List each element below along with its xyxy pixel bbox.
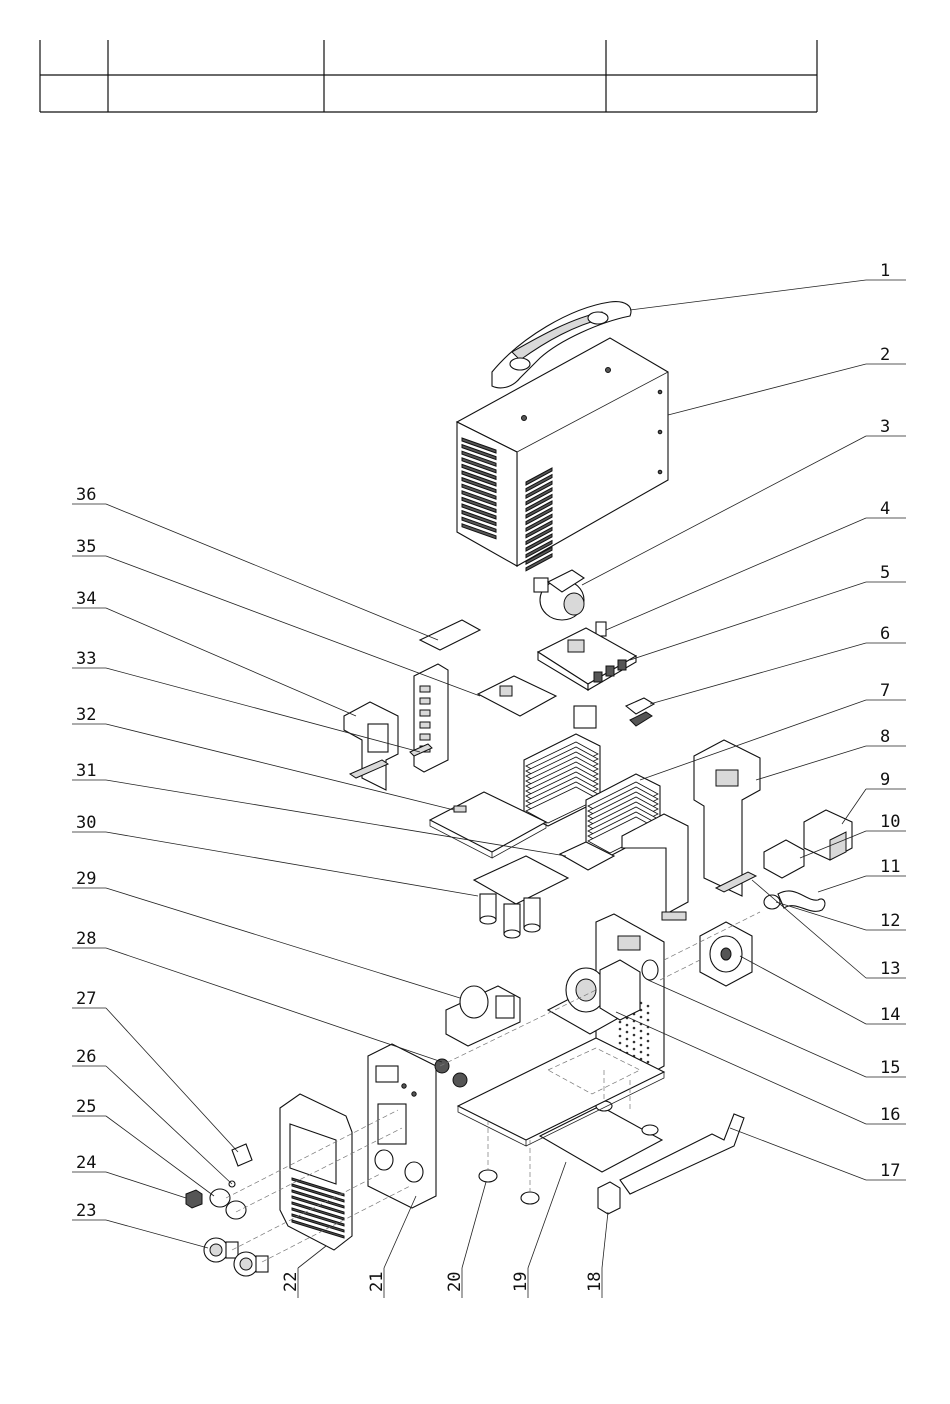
part-cooling-fan xyxy=(700,922,752,986)
callout-label: 1 xyxy=(880,261,890,281)
callout-20: 20 xyxy=(445,1182,486,1298)
callout-label: 30 xyxy=(76,813,96,833)
callout-label: 14 xyxy=(880,1005,900,1025)
callout-label: 29 xyxy=(76,869,96,889)
callout-35: 35 xyxy=(72,537,480,696)
callout-1: 1 xyxy=(630,261,906,310)
callout-18: 18 xyxy=(585,1212,608,1298)
parts-artwork xyxy=(186,302,852,1276)
callout-label: 6 xyxy=(880,624,890,644)
callout-label: 7 xyxy=(880,681,890,701)
callout-27: 27 xyxy=(72,989,238,1152)
part-clamps xyxy=(626,698,654,726)
part-small-switch xyxy=(186,1190,202,1208)
part-front-bezel xyxy=(280,1094,352,1250)
callout-25: 25 xyxy=(72,1097,214,1196)
part-switch-bracket xyxy=(764,840,804,878)
callout-4: 4 xyxy=(606,499,906,630)
callout-label: 25 xyxy=(76,1097,96,1117)
part-support-strap xyxy=(620,1114,744,1194)
part-outer-case xyxy=(457,338,668,571)
part-front-panel xyxy=(368,1044,436,1208)
callout-label: 5 xyxy=(880,563,890,583)
callout-22: 22 xyxy=(281,1246,326,1298)
callout-label: 33 xyxy=(76,649,96,669)
callout-label: 15 xyxy=(880,1058,900,1078)
callout-28: 28 xyxy=(72,929,442,1062)
callout-30: 30 xyxy=(72,813,478,896)
part-knobs xyxy=(210,1181,246,1219)
callout-label: 12 xyxy=(880,911,900,931)
callout-label: 19 xyxy=(511,1272,531,1292)
callout-label: 28 xyxy=(76,929,96,949)
callout-21: 21 xyxy=(367,1196,416,1298)
part-control-pcb xyxy=(538,628,636,690)
callout-label: 10 xyxy=(880,812,900,832)
callout-label: 4 xyxy=(880,499,890,519)
callout-label: 11 xyxy=(880,857,900,877)
part-left-bracket-group xyxy=(344,620,480,790)
callout-5: 5 xyxy=(630,563,906,660)
callout-19: 19 xyxy=(511,1162,566,1298)
callout-label: 22 xyxy=(281,1272,301,1292)
callout-label: 35 xyxy=(76,537,96,557)
callout-17: 17 xyxy=(730,1128,906,1181)
part-clip-18 xyxy=(598,1182,620,1214)
callout-24: 24 xyxy=(72,1153,186,1198)
part-power-pcb xyxy=(474,856,568,938)
parts-table xyxy=(40,40,817,112)
callout-label: 18 xyxy=(585,1272,605,1292)
callout-label: 27 xyxy=(76,989,96,1009)
callout-label: 20 xyxy=(445,1272,465,1292)
part-panel-sockets xyxy=(204,1238,268,1276)
callout-label: 8 xyxy=(880,727,890,747)
callout-label: 13 xyxy=(880,959,900,979)
part-reactor xyxy=(534,570,606,636)
callout-label: 21 xyxy=(367,1272,387,1292)
callout-label: 34 xyxy=(76,589,96,609)
callout-label: 36 xyxy=(76,485,96,505)
callout-label: 32 xyxy=(76,705,96,725)
part-power-switch xyxy=(804,810,852,860)
callout-6: 6 xyxy=(650,624,906,704)
part-main-transformer xyxy=(446,986,520,1046)
callout-label: 2 xyxy=(880,345,890,365)
callout-label: 17 xyxy=(880,1161,900,1181)
callout-label: 23 xyxy=(76,1201,96,1221)
callout-23: 23 xyxy=(72,1201,208,1248)
part-output-terminals xyxy=(435,1059,467,1087)
callout-label: 31 xyxy=(76,761,96,781)
callout-label: 16 xyxy=(880,1105,900,1125)
callout-label: 24 xyxy=(76,1153,96,1173)
callout-11: 11 xyxy=(818,857,906,892)
callout-15: 15 xyxy=(648,980,906,1078)
callout-label: 9 xyxy=(880,770,890,790)
callout-2: 2 xyxy=(668,345,906,415)
part-power-cable xyxy=(764,891,825,911)
callout-29: 29 xyxy=(72,869,460,998)
callout-label: 26 xyxy=(76,1047,96,1067)
callout-label: 3 xyxy=(880,417,890,437)
part-display-window xyxy=(232,1144,252,1166)
